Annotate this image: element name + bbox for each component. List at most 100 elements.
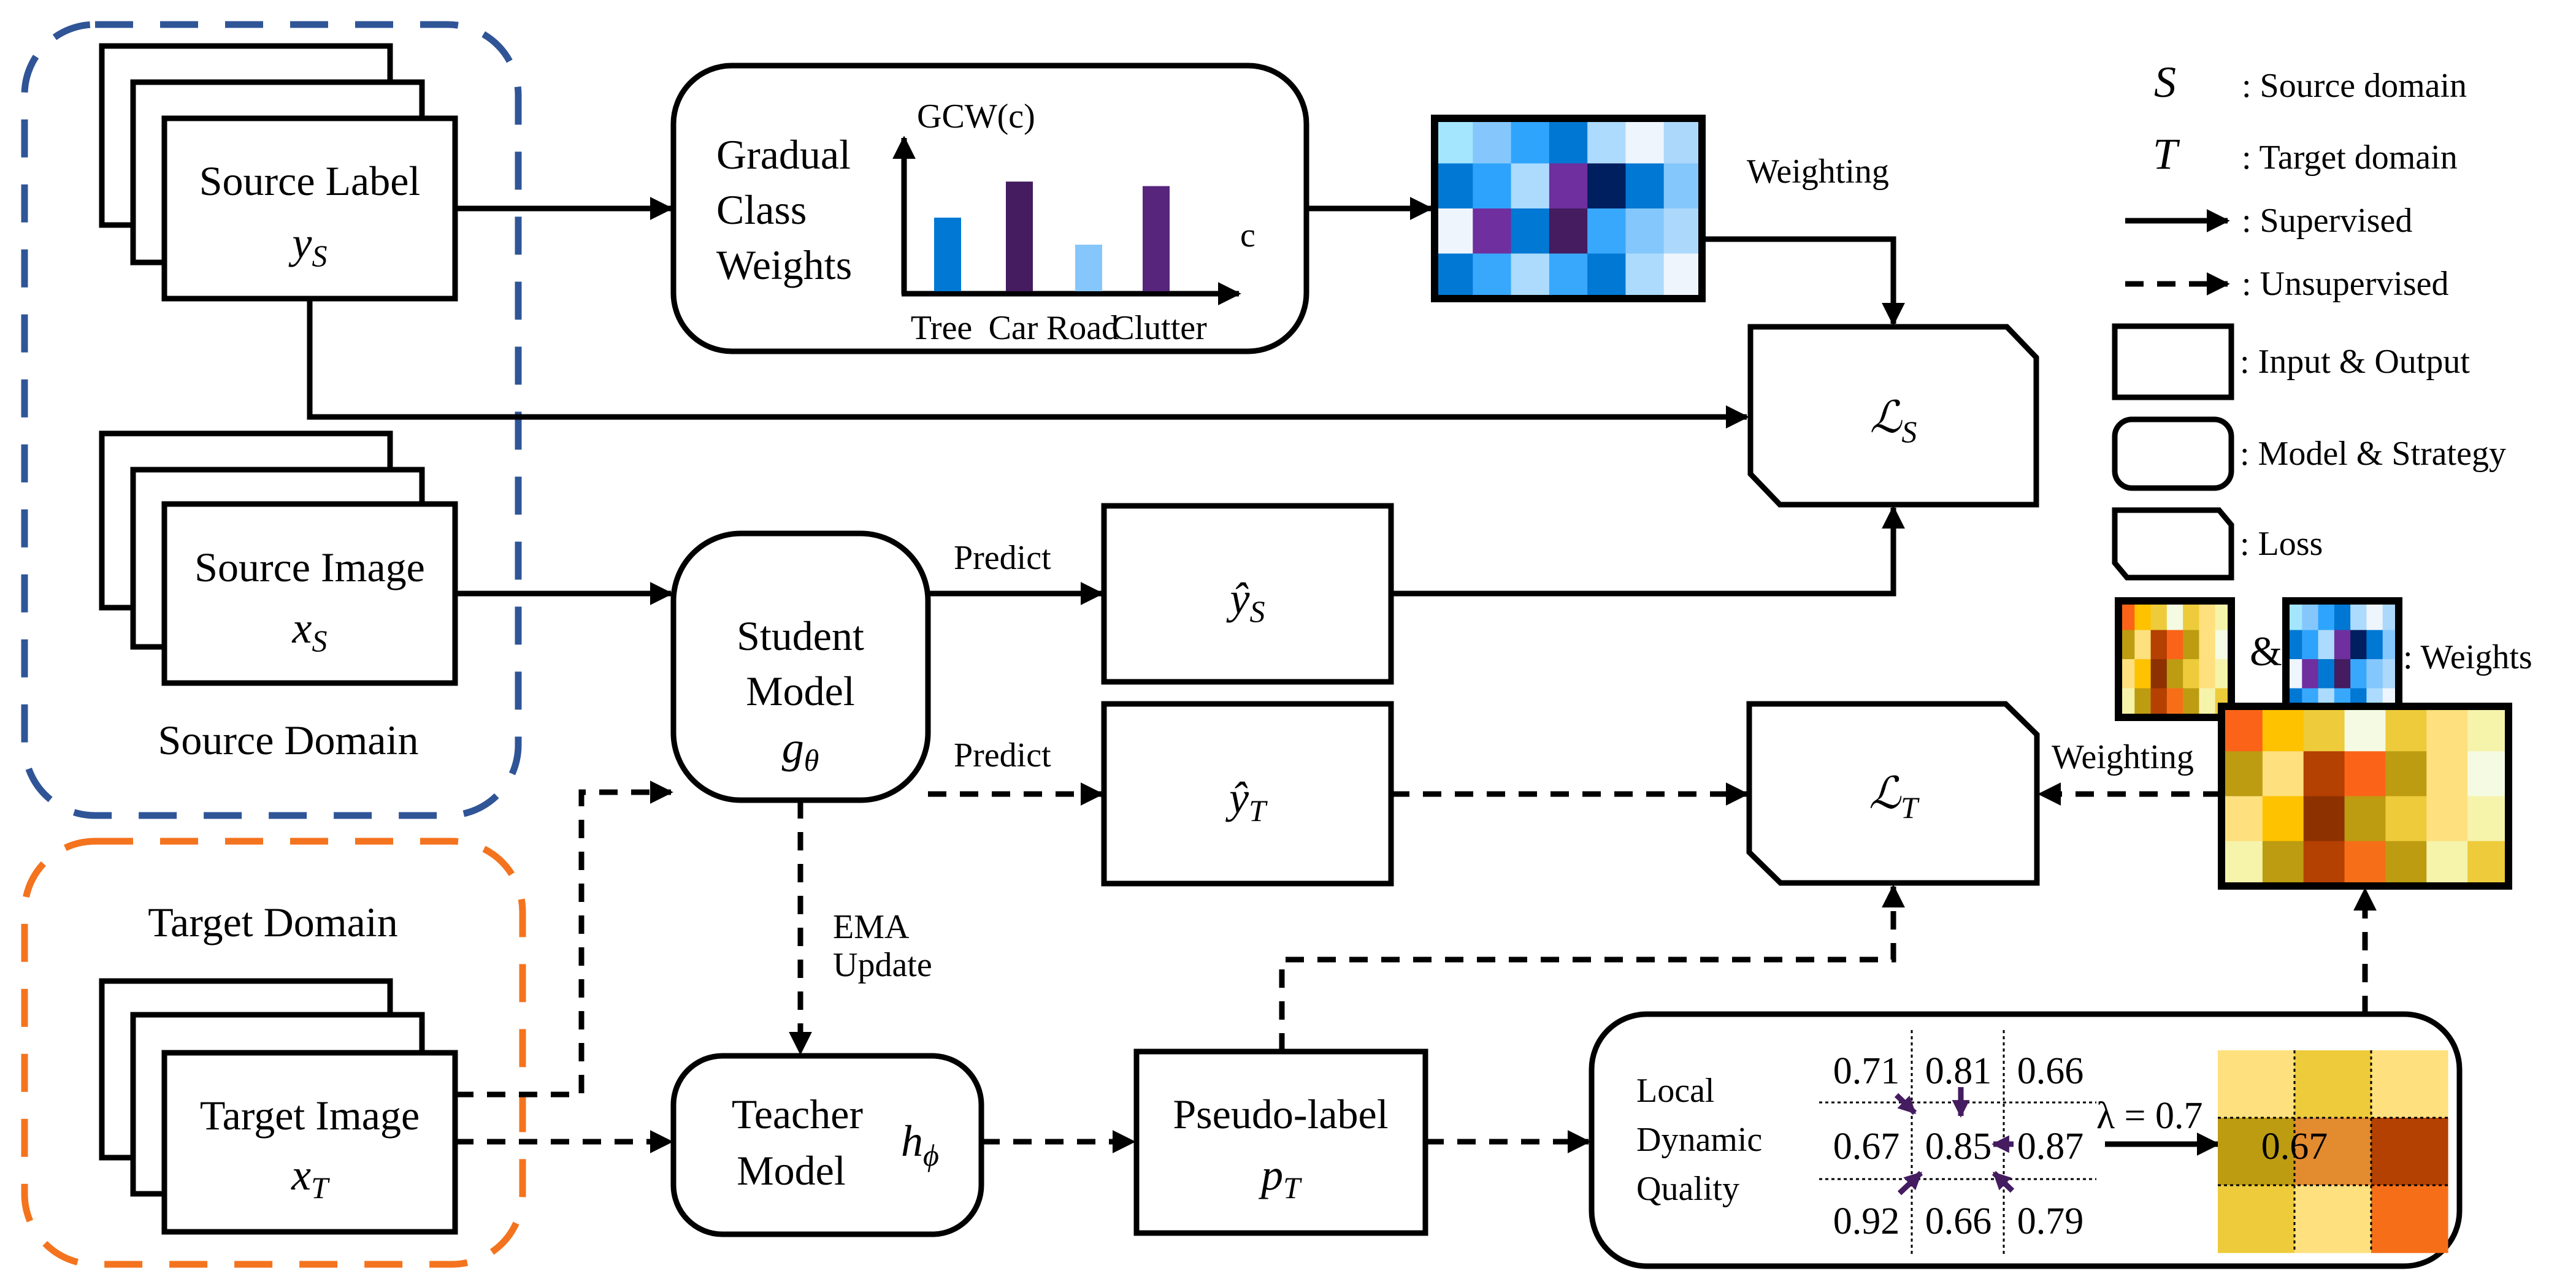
source-image-box — [161, 501, 458, 686]
blue-weight-cell — [1435, 253, 1473, 299]
blue-weight-cell — [1587, 163, 1627, 209]
legend-blue-weight-cell — [2350, 601, 2367, 631]
quality-value: 0.66 — [2017, 1050, 2084, 1092]
orange-weight-cell — [2426, 751, 2468, 797]
legend-orange-weight-cell — [2199, 601, 2216, 631]
blue-weight-cell — [1511, 208, 1550, 254]
quality-line-2: Dynamic — [1636, 1121, 1762, 1159]
legend-blue-weight-cell — [2366, 630, 2383, 660]
loss-source-block: ℒS — [1747, 324, 2039, 508]
legend-key-s: S — [2154, 58, 2176, 107]
pseudo-label-box — [1133, 1048, 1428, 1236]
legend-blue-weight-cell — [2334, 601, 2351, 631]
legend-text-source: : Source domain — [2242, 67, 2467, 105]
blue-weight-cell — [1625, 208, 1665, 254]
legend-orange-weight-cell — [2134, 688, 2152, 718]
legend-blue-weight-cell — [2350, 659, 2367, 689]
source-label-symbol: yS — [288, 218, 328, 273]
orange-weight-cell — [2344, 706, 2386, 752]
source-label-stack: Source Label yS — [99, 43, 458, 302]
loss-target-box — [1746, 701, 2040, 886]
legend-orange-weight-cell — [2199, 688, 2216, 718]
legend-text-model: : Model & Strategy — [2240, 435, 2506, 473]
blue-weight-cell — [1473, 118, 1512, 164]
edge-label-to-ls — [307, 299, 1749, 429]
orange-weight-cell — [2385, 796, 2427, 842]
orange-weight-cell — [2385, 751, 2427, 797]
legend-orange-weight-cell — [2134, 630, 2152, 660]
edge-target-to-student — [455, 781, 673, 1098]
pred-target-box — [1101, 701, 1394, 887]
blue-weight-cell — [1511, 253, 1550, 299]
legend-orange-weight-cell — [2183, 659, 2200, 689]
legend-blue-weight-cell — [2334, 630, 2351, 660]
ema-label-1: EMA — [833, 908, 910, 946]
orange-weight-cell — [2221, 751, 2263, 797]
student-line-1: Student — [737, 613, 864, 659]
blue-weight-cell — [1663, 253, 1703, 299]
source-image-symbol: xS — [292, 603, 328, 658]
blue-weight-cell — [1511, 163, 1550, 209]
arrow-from-bottom-right-icon — [1991, 1171, 2015, 1193]
gcw-bar-road — [1075, 245, 1102, 291]
gcw-tick-label: Tree — [911, 309, 973, 347]
orange-weight-cell — [2262, 751, 2304, 797]
quality-value: 0.79 — [2017, 1201, 2084, 1242]
pred-source-block: ŷS — [1101, 503, 1394, 685]
orange-weight-cell — [2262, 796, 2304, 842]
loss-source-symbol: ℒS — [1870, 393, 1917, 449]
legend-blue-weight-cell — [2318, 659, 2335, 689]
orange-weight-cell — [2262, 841, 2304, 887]
loss-source-box — [1747, 324, 2039, 508]
quality-result-cell — [2294, 1185, 2372, 1253]
ema-label-2: Update — [833, 946, 932, 984]
blue-weight-cell — [1511, 118, 1550, 164]
blue-weight-cell — [1549, 253, 1588, 299]
legend-orange-weights-icon — [2118, 601, 2232, 718]
blue-weight-cell — [1625, 253, 1665, 299]
legend-rect-icon — [2112, 323, 2234, 400]
quality-result-cell — [2294, 1050, 2372, 1118]
quality-result-cell — [2371, 1050, 2448, 1118]
target-image-text: Target Image — [200, 1092, 420, 1139]
source-image-text: Source Image — [194, 544, 425, 590]
edge-ys-to-ls — [1391, 505, 1905, 597]
legend-orange-weight-cell — [2134, 659, 2152, 689]
legend: S : Source domain T : Target domain : Su… — [2112, 58, 2532, 721]
quality-value: 0.87 — [2017, 1126, 2084, 1167]
blue-weight-cell — [1435, 118, 1473, 164]
edge-pseudo-to-lt — [1279, 884, 1905, 1052]
gcw-bar-car — [1006, 181, 1033, 291]
legend-text-unsupervised: : Unsupervised — [2242, 265, 2449, 303]
blue-weight-cell — [1549, 163, 1588, 209]
orange-weight-cell — [2467, 751, 2509, 797]
source-label-box — [161, 115, 458, 302]
quality-value: 0.85 — [1925, 1126, 1992, 1167]
orange-weight-cell — [2221, 796, 2263, 842]
legend-orange-weight-cell — [2166, 659, 2183, 689]
gcw-bar-tree — [934, 217, 961, 291]
legend-text-weights: : Weights — [2403, 638, 2532, 676]
quality-neighbor-arrows — [1894, 1087, 2015, 1196]
legend-blue-weight-cell — [2366, 601, 2383, 631]
blue-weight-cell — [1473, 253, 1512, 299]
orange-weight-cell — [2221, 706, 2263, 752]
arrow-from-bottom-left-icon — [1897, 1171, 1923, 1196]
target-domain-group: Target Domain Target Image xT — [21, 838, 526, 1268]
quality-value: 0.71 — [1833, 1050, 1900, 1092]
gcw-line-2: Class — [716, 186, 807, 233]
quality-result-cell — [2218, 1185, 2295, 1253]
legend-orange-weight-cell — [2183, 630, 2200, 660]
weighting-label-bottom: Weighting — [2052, 738, 2194, 776]
edge-weights-to-ls — [1702, 236, 1905, 326]
source-image-stack: Source Image xS — [99, 430, 458, 686]
orange-weight-cell — [2344, 751, 2386, 797]
target-image-symbol: xT — [291, 1150, 330, 1205]
orange-weight-cell — [2344, 796, 2386, 842]
quality-value: 0.66 — [1925, 1201, 1992, 1242]
orange-weight-cell — [2221, 841, 2263, 887]
target-domain-border — [21, 838, 526, 1268]
legend-text-loss: : Loss — [2240, 525, 2323, 563]
orange-weight-cell — [2467, 841, 2509, 887]
